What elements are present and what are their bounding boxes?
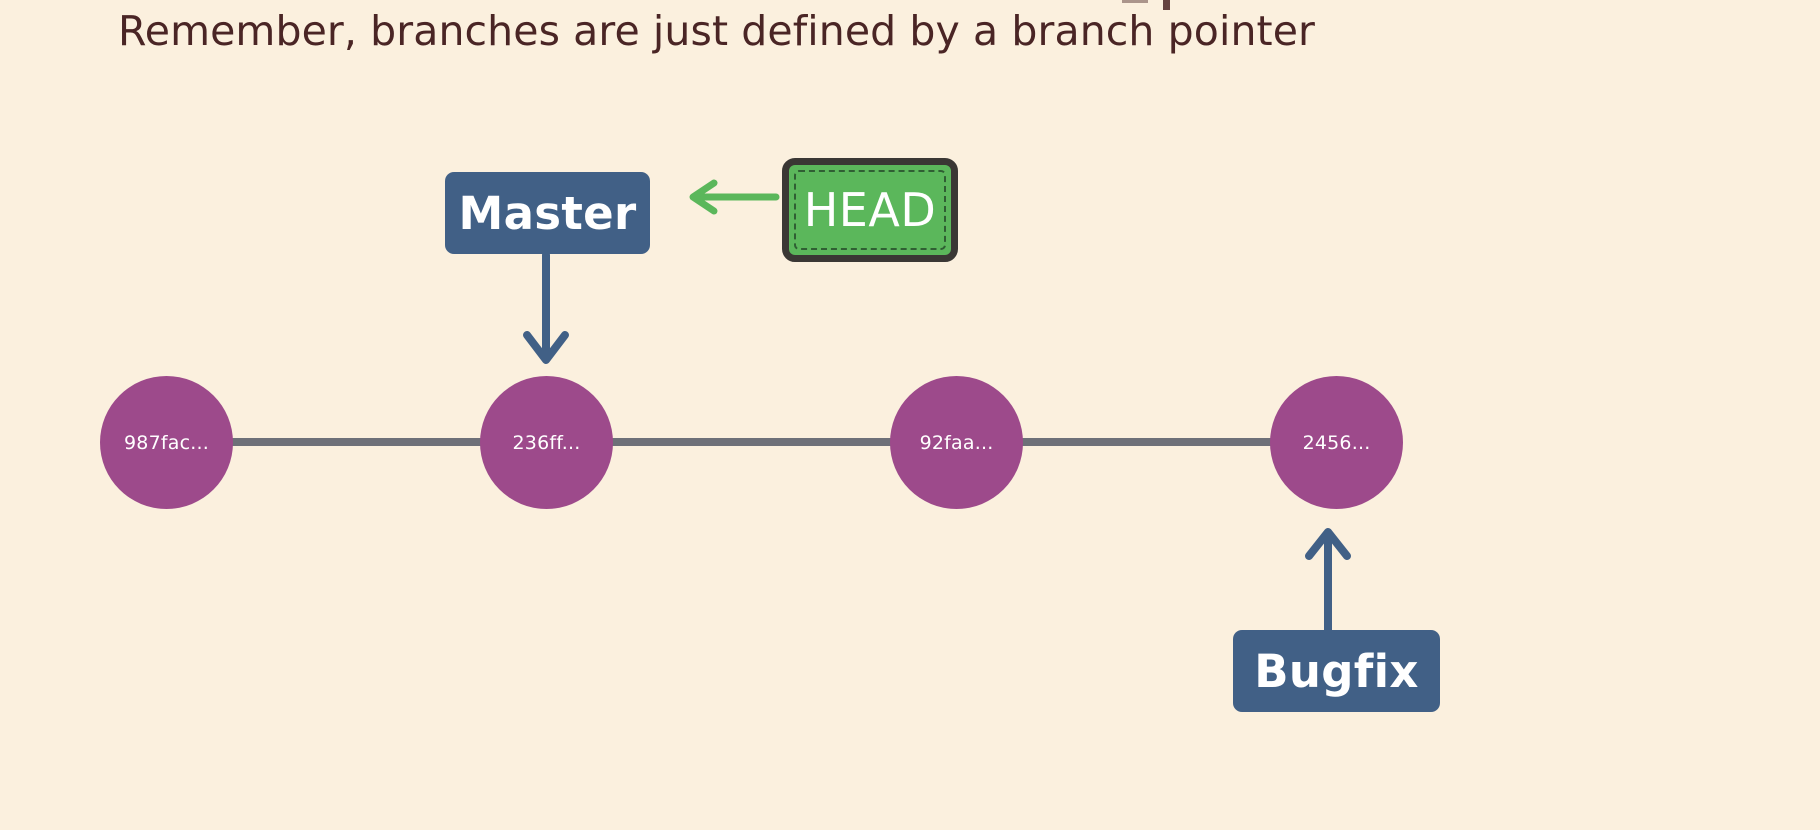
arrow-bugfix-to-commit-icon [1305, 528, 1351, 640]
clipped-text-fragment [1163, 0, 1170, 10]
commit-node-236ff[interactable]: 236ff... [480, 376, 613, 509]
commit-sha-label: 92faa... [919, 431, 994, 454]
slide-title: Remember, branches are just defined by a… [118, 7, 1315, 55]
arrow-master-to-commit-icon [523, 251, 569, 364]
arrow-head-to-master-icon [689, 179, 780, 215]
branch-label-master-text: Master [458, 186, 637, 240]
branch-label-bugfix[interactable]: Bugfix [1233, 630, 1440, 712]
branch-label-bugfix-text: Bugfix [1254, 644, 1419, 698]
commit-sha-label: 987fac... [124, 431, 209, 454]
commit-edge-c2-c3 [560, 438, 970, 446]
commit-node-92faa[interactable]: 92faa... [890, 376, 1023, 509]
branch-label-master[interactable]: Master [445, 172, 650, 254]
commit-edge-c3-c4 [970, 438, 1360, 446]
commit-sha-label: 236ff... [512, 431, 581, 454]
head-pointer-label: HEAD [803, 183, 937, 237]
clipped-text-fragment [1122, 0, 1148, 3]
commit-edge-c1-c2 [180, 438, 570, 446]
commit-node-987fac[interactable]: 987fac... [100, 376, 233, 509]
commit-node-2456[interactable]: 2456... [1270, 376, 1403, 509]
commit-sha-label: 2456... [1302, 431, 1371, 454]
head-pointer-box[interactable]: HEAD [782, 158, 958, 262]
